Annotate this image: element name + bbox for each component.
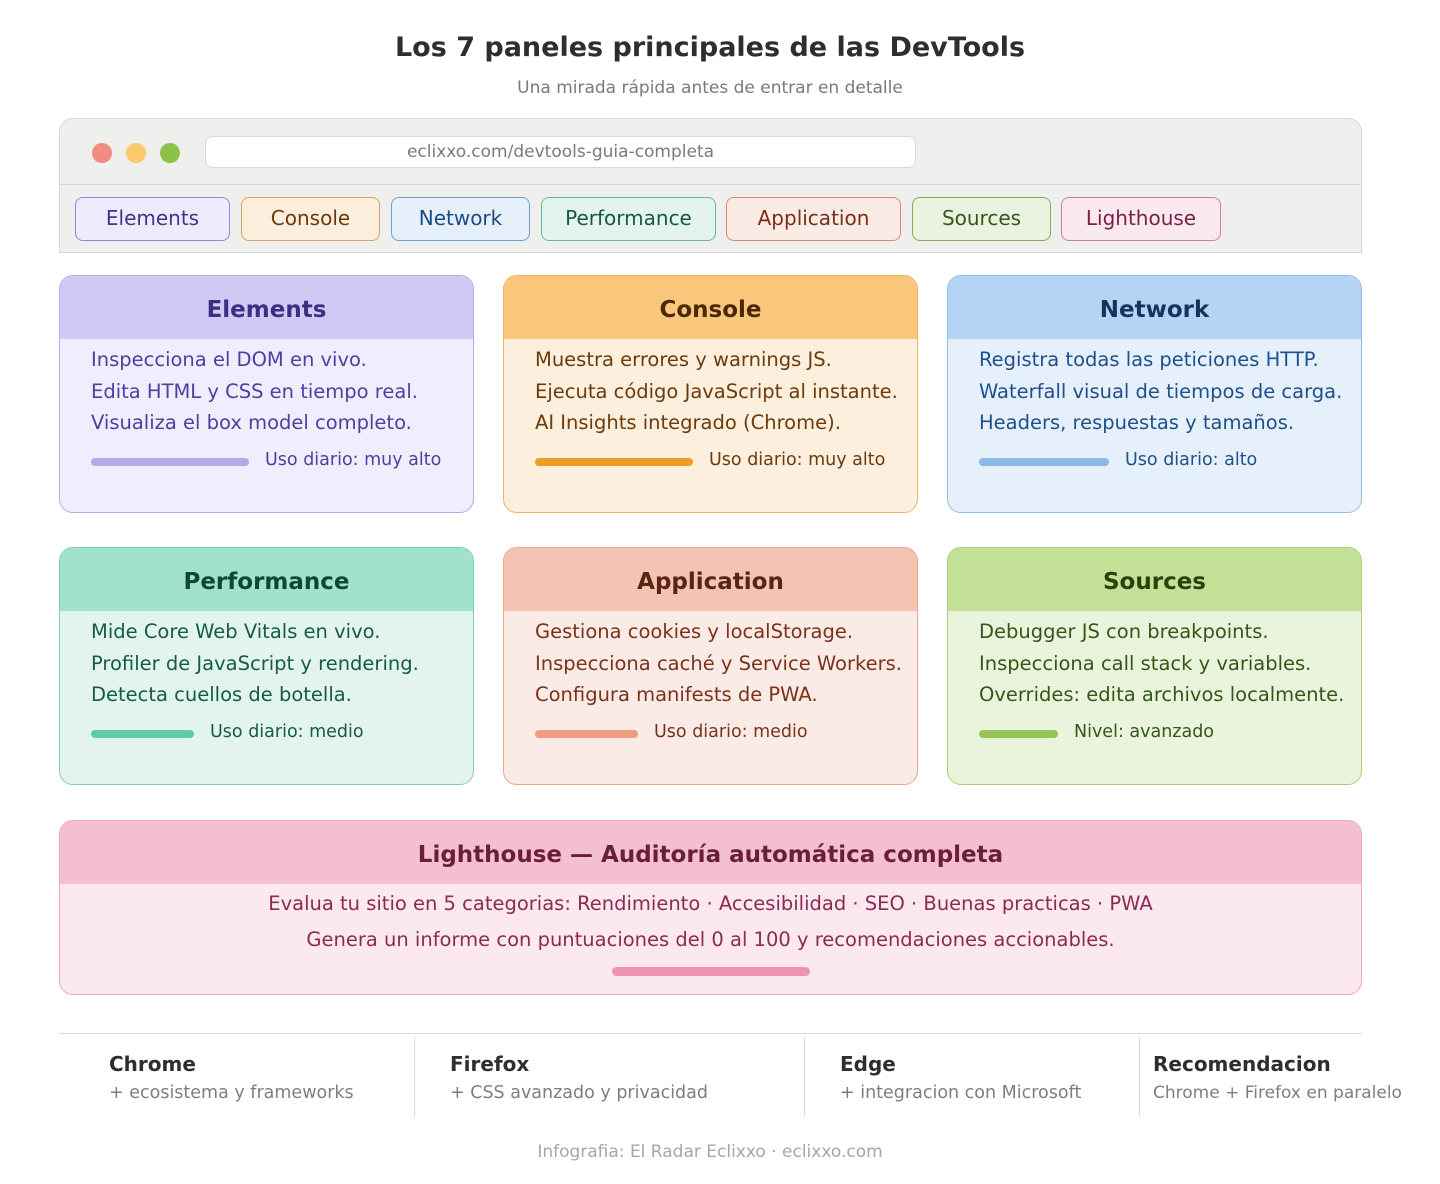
devtools-tab-bar: Elements Console Network Performance App…: [59, 185, 1362, 253]
panel-line: Waterfall visual de tiempos de carga.: [979, 379, 1343, 403]
lighthouse-card: Lighthouse — Auditoría automática comple…: [59, 820, 1362, 995]
lighthouse-accent-bar: [612, 967, 810, 976]
browser-name-firefox: Firefox: [450, 1052, 530, 1076]
tab-network: Network: [391, 197, 530, 241]
usage-label: Uso diario: muy alto: [265, 450, 442, 470]
tab-console: Console: [241, 197, 380, 241]
panel-line: Gestiona cookies y localStorage.: [535, 620, 854, 643]
lighthouse-title: Lighthouse — Auditoría automática comple…: [60, 821, 1361, 884]
panel-title: Console: [504, 276, 917, 339]
usage-meter: [535, 458, 693, 466]
panel-line: Detecta cuellos de botella.: [91, 683, 352, 706]
browser-desc-chrome: + ecosistema y frameworks: [109, 1083, 354, 1103]
usage-meter: [979, 458, 1109, 466]
panel-line: Muestra errores y warnings JS.: [535, 348, 832, 371]
recommendation-desc: Chrome + Firefox en paralelo: [1153, 1083, 1402, 1103]
panel-title: Application: [504, 548, 917, 611]
maximize-dot-icon: [160, 143, 180, 163]
panel-line: Profiler de JavaScript y rendering.: [91, 651, 419, 675]
usage-label: Uso diario: medio: [210, 722, 364, 742]
column-separator: [1139, 1037, 1140, 1116]
panel-title: Performance: [60, 548, 473, 611]
tab-performance: Performance: [541, 197, 716, 241]
browser-name-edge: Edge: [840, 1052, 896, 1076]
panel-title: Elements: [60, 276, 473, 339]
panel-title: Network: [948, 276, 1361, 339]
usage-meter: [91, 730, 194, 738]
browser-desc-firefox: + CSS avanzado y privacidad: [450, 1083, 708, 1103]
footer-credit: Infografia: El Radar Eclixxo · eclixxo.c…: [537, 1142, 883, 1162]
panel-line: Debugger JS con breakpoints.: [979, 620, 1269, 643]
column-separator: [804, 1037, 805, 1116]
tab-application: Application: [726, 197, 901, 241]
section-divider: [59, 1033, 1362, 1034]
tab-elements: Elements: [75, 197, 230, 241]
panel-line: Registra todas las peticiones HTTP.: [979, 348, 1319, 371]
panel-card-console: Console Muestra errores y warnings JS. E…: [503, 275, 918, 513]
panel-title: Sources: [948, 548, 1361, 611]
browser-window-bar: eclixxo.com/devtools-guia-completa: [59, 118, 1362, 185]
usage-label: Uso diario: muy alto: [709, 450, 886, 470]
close-dot-icon: [92, 143, 112, 163]
panel-line: Configura manifests de PWA.: [535, 683, 818, 706]
browser-name-chrome: Chrome: [109, 1052, 196, 1076]
level-label: Nivel: avanzado: [1074, 722, 1215, 742]
panel-line: Visualiza el box model completo.: [91, 411, 412, 434]
page-subtitle: Una mirada rápida antes de entrar en det…: [517, 78, 903, 98]
column-separator: [414, 1037, 415, 1116]
usage-meter: [535, 730, 638, 738]
panel-line: Overrides: edita archivos localmente.: [979, 683, 1345, 706]
usage-label: Uso diario: alto: [1125, 450, 1258, 470]
panel-line: AI Insights integrado (Chrome).: [535, 411, 841, 434]
recommendation-title: Recomendacion: [1153, 1052, 1331, 1076]
panel-line: Inspecciona caché y Service Workers.: [535, 651, 902, 675]
level-meter: [979, 730, 1058, 738]
usage-label: Uso diario: medio: [654, 722, 808, 742]
panel-line: Inspecciona el DOM en vivo.: [91, 348, 367, 371]
panel-card-network: Network Registra todas las peticiones HT…: [947, 275, 1362, 513]
lighthouse-line: Evalua tu sitio en 5 categorias: Rendimi…: [268, 892, 1153, 915]
usage-meter: [91, 458, 249, 466]
panel-line: Inspecciona call stack y variables.: [979, 651, 1312, 675]
panel-line: Edita HTML y CSS en tiempo real.: [91, 379, 418, 403]
minimize-dot-icon: [126, 143, 146, 163]
panel-card-application: Application Gestiona cookies y localStor…: [503, 547, 918, 785]
panel-line: Ejecuta código JavaScript al instante.: [535, 379, 898, 403]
page-title: Los 7 paneles principales de las DevTool…: [394, 32, 1026, 63]
panel-card-sources: Sources Debugger JS con breakpoints. Ins…: [947, 547, 1362, 785]
panel-line: Mide Core Web Vitals en vivo.: [91, 620, 381, 643]
panel-card-elements: Elements Inspecciona el DOM en vivo. Edi…: [59, 275, 474, 513]
address-bar: eclixxo.com/devtools-guia-completa: [205, 136, 916, 168]
panel-line: Headers, respuestas y tamaños.: [979, 411, 1295, 434]
panel-card-performance: Performance Mide Core Web Vitals en vivo…: [59, 547, 474, 785]
browser-desc-edge: + integracion con Microsoft: [840, 1083, 1082, 1103]
tab-lighthouse: Lighthouse: [1061, 197, 1221, 241]
tab-sources: Sources: [912, 197, 1051, 241]
lighthouse-line: Genera un informe con puntuaciones del 0…: [306, 928, 1115, 951]
